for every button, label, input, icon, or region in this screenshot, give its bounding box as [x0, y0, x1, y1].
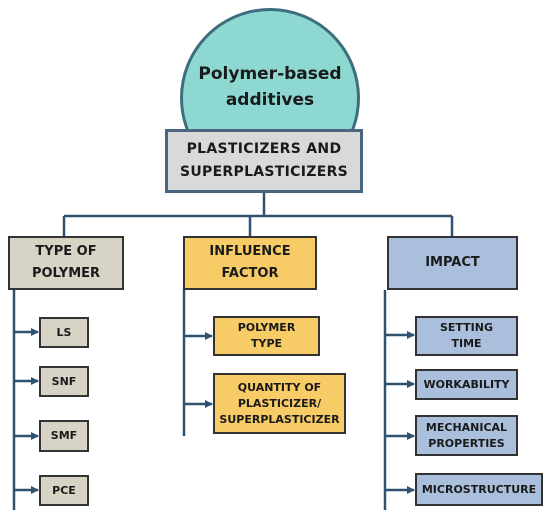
impact-item-line1: WORKABILITY [423, 377, 510, 391]
impact-item-line1: MECHANICAL [425, 420, 508, 434]
type-item-label: LS [56, 325, 72, 339]
influence-item-line2: TYPE [250, 337, 283, 350]
influence-item-quantity: QUANTITY OF PLASTICIZER/ SUPERPLASTICIZE… [213, 373, 346, 434]
impact-item-setting-time: SETTING TIME [415, 316, 518, 356]
impact-item-line1: SETTING [439, 321, 494, 334]
category-impact: IMPACT [387, 236, 518, 290]
impact-item-line2: TIME [451, 337, 482, 350]
influence-item-line2: PLASTICIZER/ [237, 396, 322, 410]
category-impact-line1: IMPACT [425, 255, 480, 270]
main-label-line1: PLASTICIZERS AND [186, 141, 342, 157]
influence-item-line1: POLYMER [237, 321, 296, 334]
influence-item-line1: QUANTITY OF [237, 380, 322, 394]
category-type-of-polymer: TYPE OF POLYMER [8, 236, 124, 290]
impact-item-line1: MICROSTRUCTURE [421, 482, 537, 496]
impact-item-workability: WORKABILITY [415, 369, 518, 400]
type-item-pce: PCE [39, 475, 89, 506]
category-influence-line2: FACTOR [221, 266, 279, 281]
category-influence-factor: INFLUENCE FACTOR [183, 236, 317, 290]
type-item-label: PCE [52, 483, 76, 497]
category-type-line2: POLYMER [31, 266, 101, 281]
main-box: PLASTICIZERS AND SUPERPLASTICIZERS [165, 129, 363, 193]
influence-item-line3: SUPERPLASTICIZER [219, 412, 340, 426]
type-item-smf: SMF [39, 420, 89, 452]
type-item-snf: SNF [39, 366, 89, 397]
impact-item-microstructure: MICROSTRUCTURE [415, 473, 543, 506]
type-item-label: SMF [50, 429, 78, 442]
type-item-label: SNF [51, 374, 77, 388]
root-label-line2: additives [225, 90, 315, 110]
root-label-line1: Polymer-based [198, 64, 342, 84]
category-type-line1: TYPE OF [35, 244, 97, 259]
influence-item-polymer-type: POLYMER TYPE [213, 316, 320, 356]
impact-item-mechanical-properties: MECHANICAL PROPERTIES [415, 415, 518, 456]
category-influence-line1: INFLUENCE [209, 244, 291, 259]
main-label-line2: SUPERPLASTICIZERS [179, 164, 349, 180]
impact-item-line2: PROPERTIES [428, 436, 505, 450]
type-item-ls: LS [39, 317, 89, 348]
